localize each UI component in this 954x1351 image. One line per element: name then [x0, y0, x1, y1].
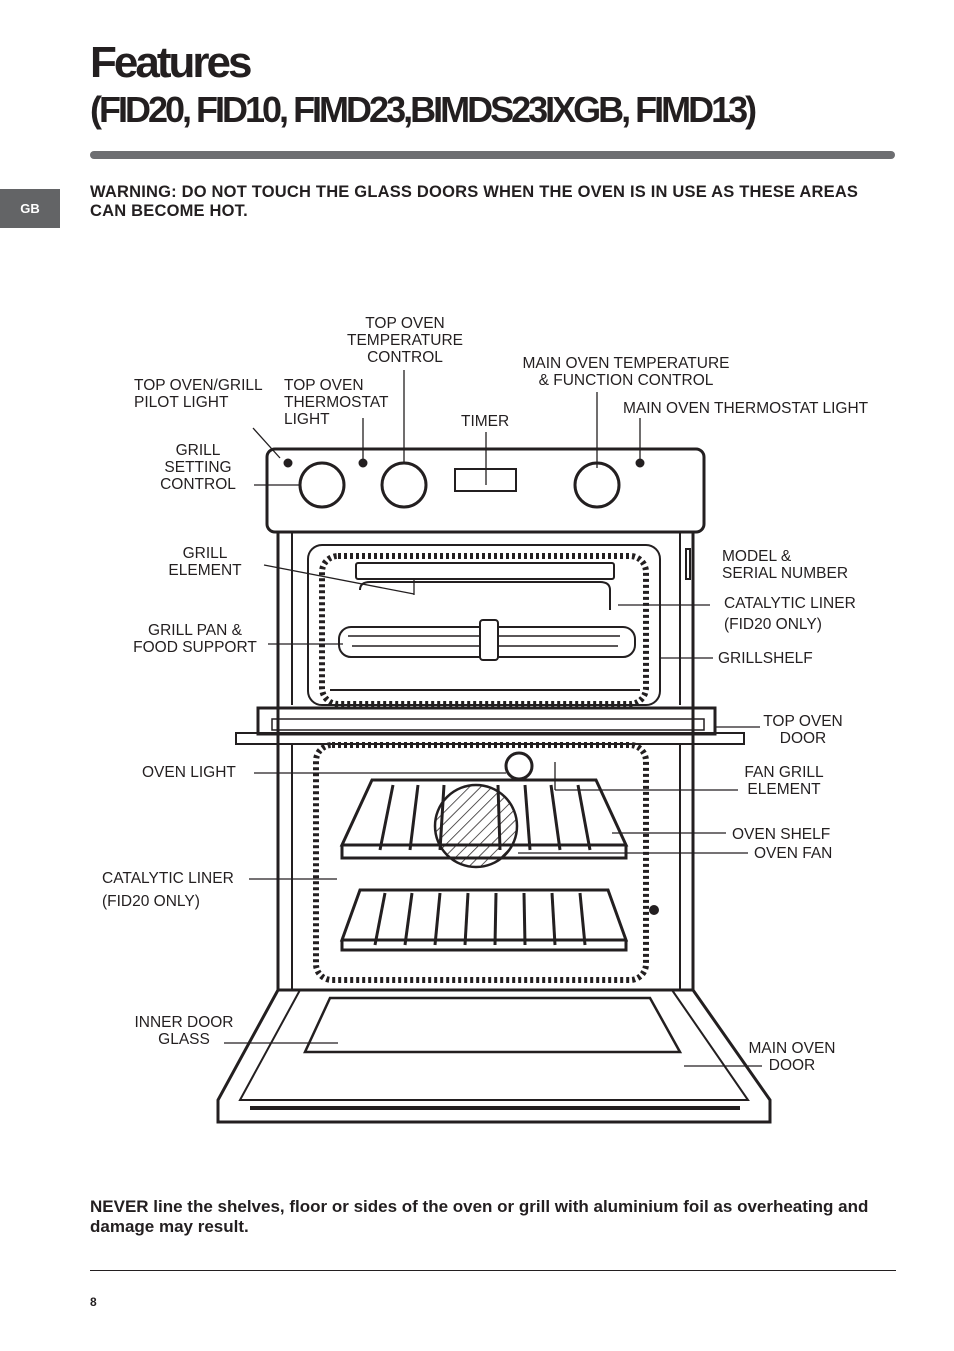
label-inner-door-glass: INNER DOOR GLASS [134, 1014, 234, 1048]
warning-text: WARNING: DO NOT TOUCH THE GLASS DOORS WH… [90, 183, 859, 220]
label-oven-light: OVEN LIGHT [142, 764, 236, 781]
main-oven-knob [573, 461, 621, 509]
label-top-oven-grill-pilot-light: TOP OVEN/GRILL PILOT LIGHT [134, 377, 263, 411]
label-top-oven-door: TOP OVEN DOOR [763, 713, 843, 747]
top-oven-knob [380, 461, 428, 509]
foil-warning-note: NEVER line the shelves, floor or sides o… [90, 1197, 869, 1236]
label-timer: TIMER [461, 413, 510, 430]
label-fan-grill-element: FAN GRILL ELEMENT [744, 764, 824, 798]
label-main-oven-thermostat-light: MAIN OVEN THERMOSTAT LIGHT [623, 400, 869, 417]
label-top-oven-temperature-control: TOP OVEN TEMPERATURE CONTROL [347, 315, 463, 366]
grill-knob [298, 461, 346, 509]
label-grill-pan-food-support: GRILL PAN & FOOD SUPPORT [133, 622, 257, 656]
title-rule [90, 151, 895, 159]
page-number: 8 [90, 1295, 97, 1309]
top-oven-cavity [307, 544, 661, 706]
label-fid20-only-main: (FID20 ONLY) [102, 893, 200, 910]
pilot-light [283, 458, 293, 468]
label-main-oven-temperature-control: MAIN OVEN TEMPERATURE & FUNCTION CONTROL [522, 355, 730, 389]
label-grillshelf: GRILLSHELF [718, 650, 813, 667]
label-oven-fan: OVEN FAN [754, 845, 833, 862]
label-model-serial-number: MODEL & SERIAL NUMBER [722, 548, 849, 582]
page-title: Features [90, 38, 252, 87]
thermostat-light [358, 458, 368, 468]
label-oven-shelf: OVEN SHELF [732, 826, 831, 843]
page-subtitle: (FID20, FID10, FIMD23,BIMDS23IXGB, FIMD1… [90, 89, 757, 130]
oven-fan [433, 783, 519, 869]
label-grill-setting-control: GRILL SETTING CONTROL [160, 442, 236, 493]
oven-light [504, 751, 534, 781]
label-main-oven-door: MAIN OVEN DOOR [748, 1040, 836, 1074]
language-tab: GB [0, 189, 60, 228]
label-fid20-only-top: (FID20 ONLY) [724, 616, 822, 633]
label-catalytic-liner-top: CATALYTIC LINER [724, 595, 856, 612]
label-top-oven-thermostat-light: TOP OVEN THERMOSTAT LIGHT [284, 377, 389, 428]
label-grill-element: GRILL ELEMENT [168, 545, 242, 579]
label-catalytic-liner-main: CATALYTIC LINER [102, 870, 234, 887]
main-thermostat-light [635, 458, 645, 468]
footer-rule [90, 1270, 896, 1271]
main-oven-door [216, 988, 772, 1124]
